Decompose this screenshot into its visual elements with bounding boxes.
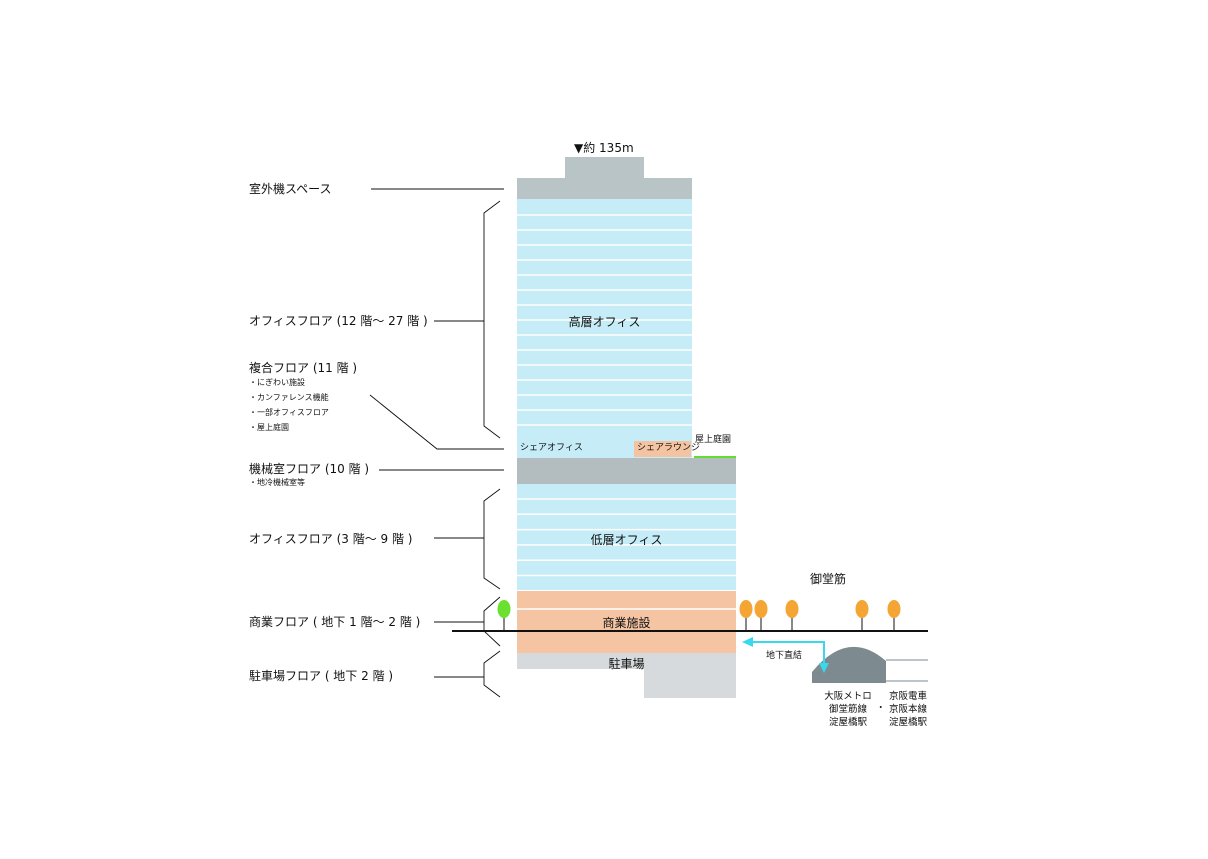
parking-block	[517, 653, 736, 669]
zone-rooftop-garden: 屋上庭園	[695, 435, 732, 445]
label-low-office-floors: オフィスフロア (3 階〜 9 階 )	[249, 532, 413, 546]
bracket-low-office	[483, 488, 501, 590]
bracket-high-office	[483, 200, 501, 439]
label-mechanical-floor: 機械室フロア (10 階 )	[249, 462, 370, 476]
mixed-item-2: ・一部オフィスフロア	[249, 408, 329, 417]
keihan-station-label: 京阪電車 京阪本線 淀屋橋駅	[888, 691, 927, 728]
low-office-floor-lines	[517, 498, 736, 592]
label-mixed-floor: 複合フロア (11 階 )	[249, 361, 358, 375]
mixed-item-0: ・にぎわい施設	[249, 378, 305, 387]
mechanical-floor-block	[517, 458, 736, 484]
keihan-line-tunnel	[886, 659, 928, 682]
tree-orange-5	[887, 600, 901, 631]
high-office-floor-lines	[517, 214, 692, 426]
bracket-commercial	[483, 596, 501, 647]
low-office-block	[517, 484, 736, 591]
zone-share-lounge: シェアラウンジ	[637, 443, 701, 453]
label-high-office-floors: オフィスフロア (12 階〜 27 階 )	[249, 314, 428, 328]
zone-share-office: シェアオフィス	[520, 443, 583, 453]
zone-commercial: 商業施設	[602, 616, 651, 630]
street-label: 御堂筋	[810, 572, 847, 586]
zone-parking: 駐車場	[608, 657, 645, 671]
mechanical-item-0: ・地冷機械室等	[249, 478, 305, 487]
commercial-block	[517, 591, 736, 653]
parking-lower-block	[644, 669, 736, 698]
metro-station-label: 大阪メトロ 御堂筋線 淀屋橋駅	[824, 691, 872, 728]
tree-orange-1	[739, 600, 753, 631]
zone-high-office: 高層オフィス	[568, 315, 641, 329]
metro-station-dome	[812, 646, 886, 683]
tree-orange-2	[754, 600, 768, 631]
mixed-item-3: ・屋上庭園	[249, 423, 289, 432]
station-separator: ・	[876, 703, 886, 714]
tree-orange-4	[855, 600, 869, 631]
label-parking-floor: 駐車場フロア ( 地下 2 階 )	[249, 669, 394, 683]
arrow-head-down	[819, 663, 829, 673]
label-outdoor-units: 室外機スペース	[249, 182, 332, 196]
leader-mixed-floor	[369, 394, 504, 450]
tree-orange-3	[785, 600, 799, 631]
outdoor-unit-space	[517, 178, 692, 199]
bracket-parking	[483, 650, 501, 698]
underground-link-label: 地下直結	[766, 651, 803, 661]
arrow-head-left	[742, 637, 753, 647]
share-lounge-block	[634, 441, 691, 457]
roof-penthouse	[565, 157, 644, 179]
label-commercial-floors: 商業フロア ( 地下 1 階〜 2 階 )	[249, 615, 421, 629]
mixed-item-1: ・カンファレンス機能	[249, 393, 329, 402]
height-marker: ▼約 135m	[574, 141, 634, 155]
zone-low-office: 低層オフィス	[590, 533, 663, 547]
underground-link-arrow	[752, 641, 825, 668]
tree-green	[497, 600, 511, 631]
